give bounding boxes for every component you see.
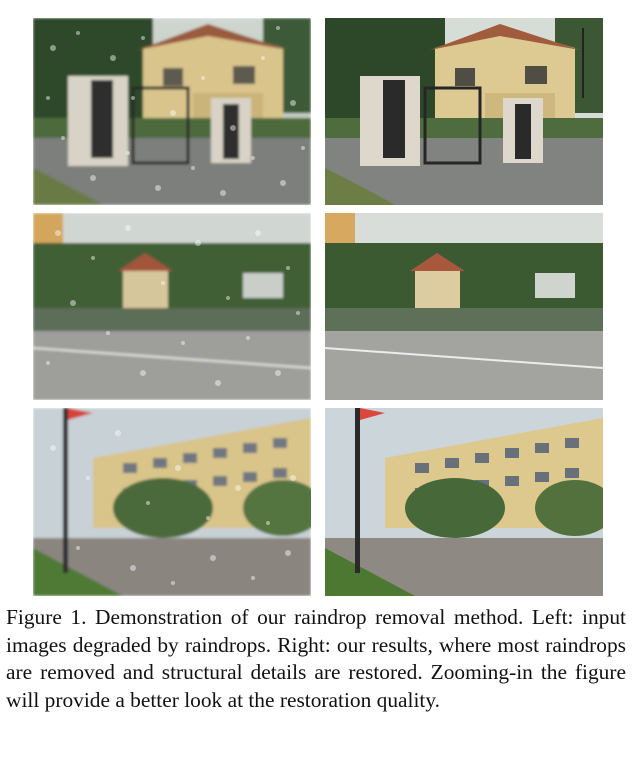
caption-label: Figure 1. xyxy=(6,605,87,629)
panel-street-input xyxy=(33,408,311,596)
figure-caption: Figure 1. Demonstration of our raindrop … xyxy=(6,604,626,714)
panel-street-result xyxy=(325,408,603,596)
panel-house-input xyxy=(33,18,311,205)
caption-text: Demonstration of our raindrop removal me… xyxy=(6,605,626,712)
panel-road-result xyxy=(325,213,603,400)
figure-grid xyxy=(33,18,603,596)
panel-house-result xyxy=(325,18,603,205)
panel-road-input xyxy=(33,213,311,400)
